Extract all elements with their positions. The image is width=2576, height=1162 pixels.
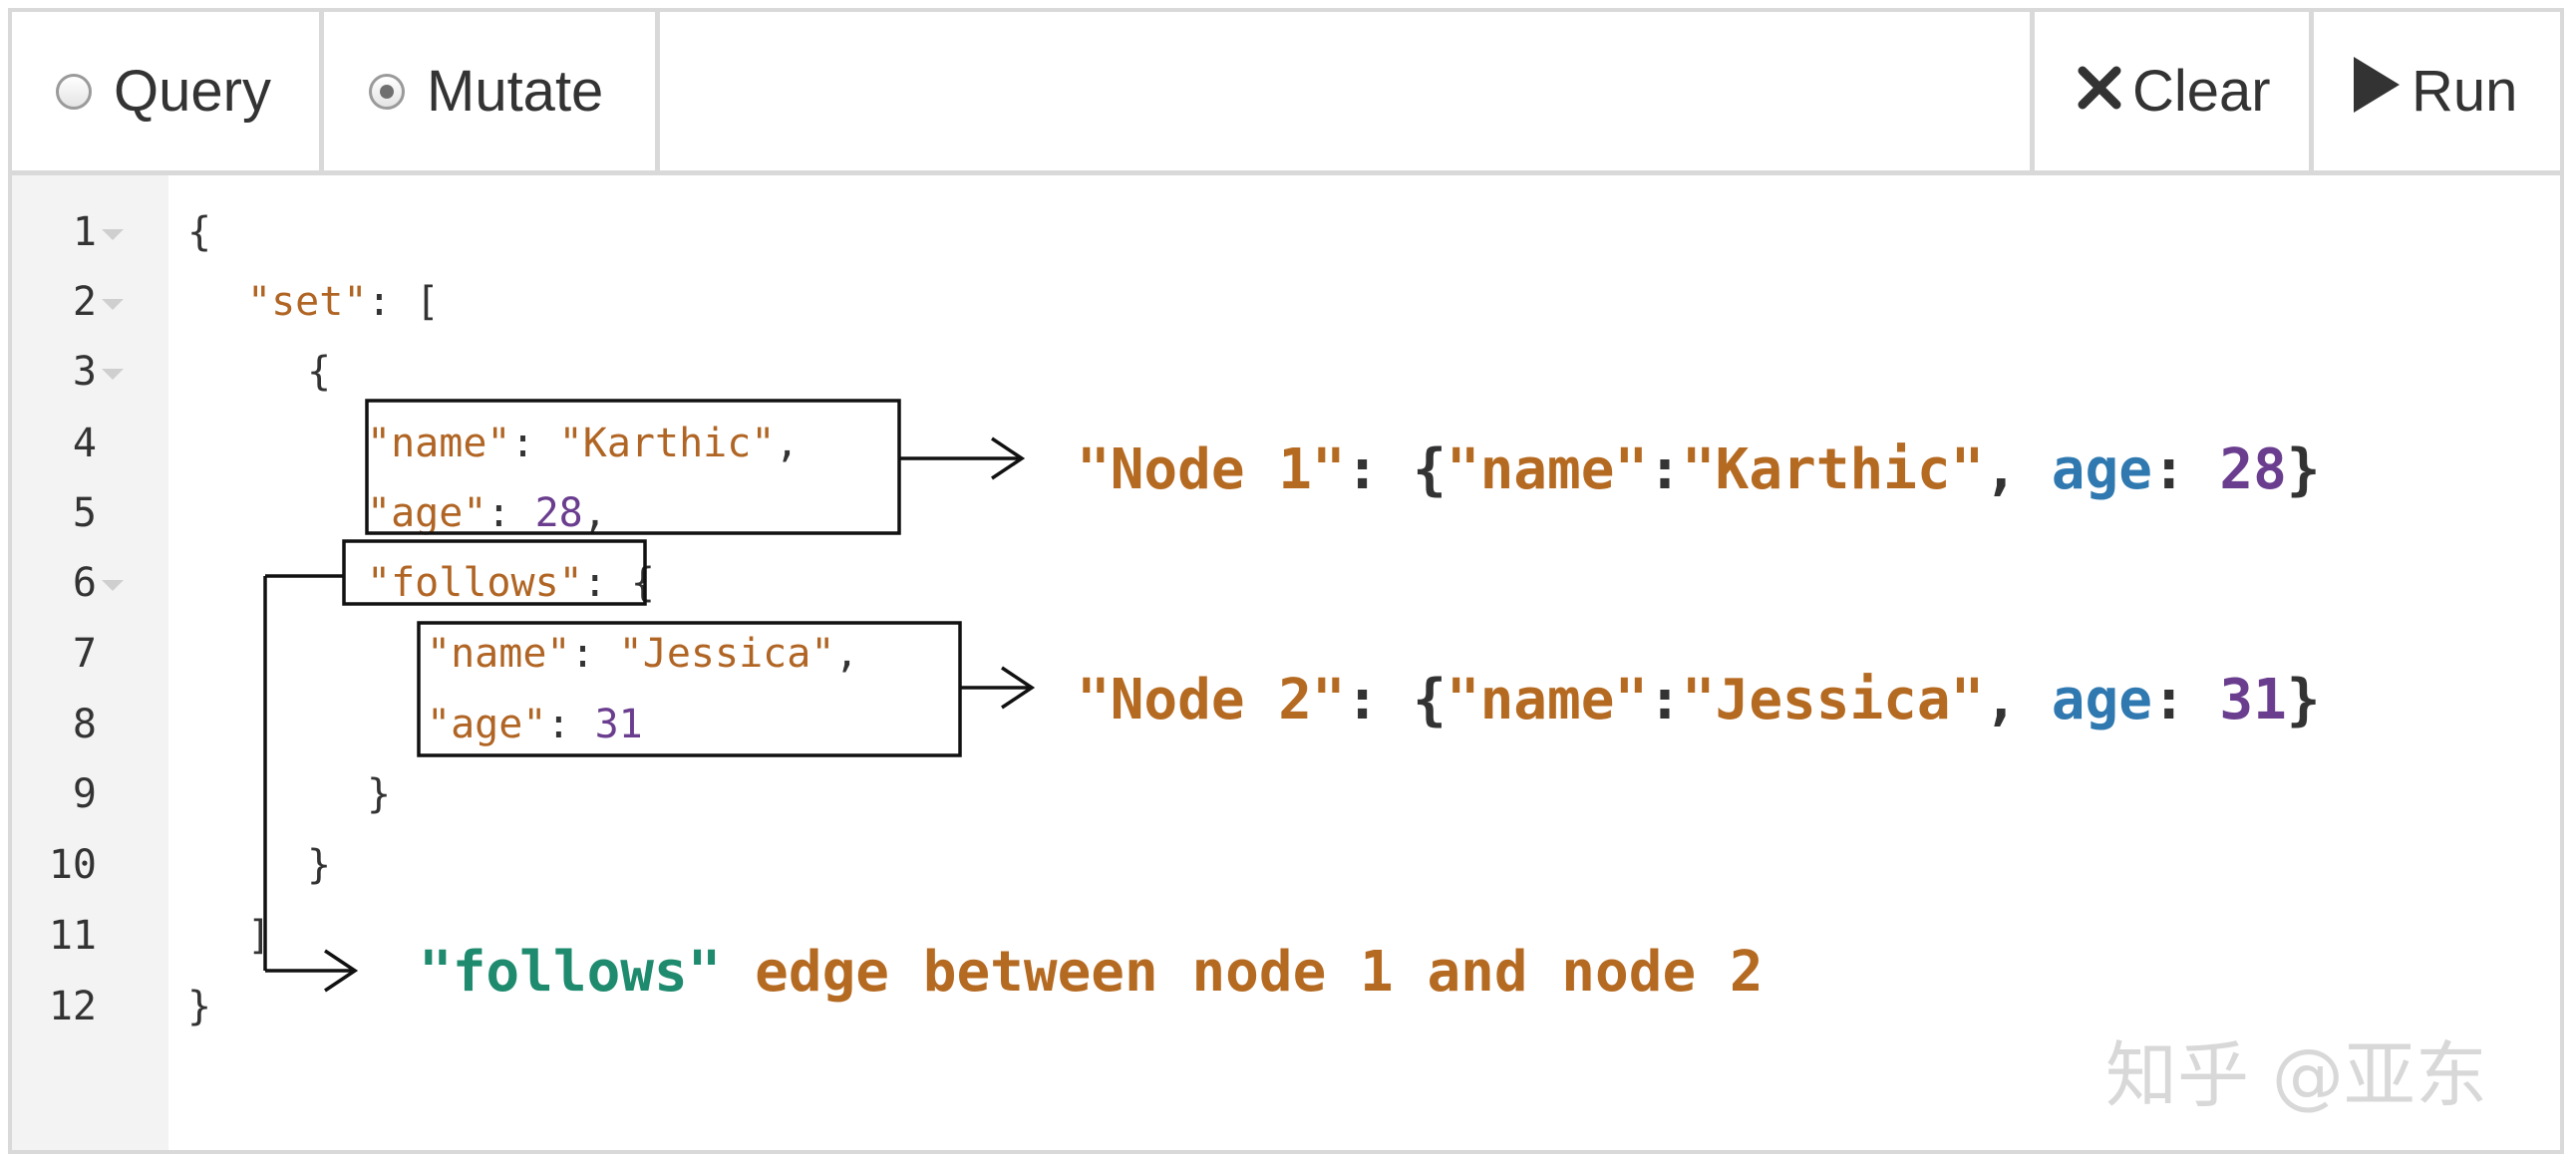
line-number: 9 <box>72 771 97 817</box>
line-number: 11 <box>48 913 97 959</box>
query-radio[interactable] <box>56 73 92 110</box>
code-line-4: "name": "Karthic", <box>367 421 800 466</box>
line-number: 10 <box>48 842 97 888</box>
node2-bracket-box <box>417 621 962 757</box>
close-icon <box>2077 58 2122 125</box>
toolbar: Query Mutate Clear Run <box>12 12 2560 175</box>
edge-annotation: "follows" edge between node 1 and node 2 <box>419 940 1764 1005</box>
run-label: Run <box>2412 59 2518 124</box>
fold-toggle-icon[interactable] <box>102 229 124 240</box>
mutate-radio[interactable] <box>369 73 405 110</box>
clear-label: Clear <box>2132 59 2271 124</box>
code-line-5: "age": 28, <box>367 490 607 536</box>
line-number-gutter: 1 2 3 4 5 6 7 8 9 10 11 12 <box>12 175 168 1150</box>
code-line-1: { <box>187 209 212 255</box>
node1-bracket-box <box>365 399 901 535</box>
mutate-label: Mutate <box>427 59 604 124</box>
line-number: 4 <box>72 421 97 466</box>
line-number: 7 <box>72 631 97 677</box>
query-mode-option[interactable]: Query <box>12 12 324 170</box>
code-line-10: } <box>307 842 332 888</box>
line-number: 8 <box>72 702 97 747</box>
edge-arrowhead-icon <box>324 949 359 993</box>
code-line-7: "name": "Jessica", <box>427 631 859 677</box>
line-number: 12 <box>48 984 97 1029</box>
query-label: Query <box>114 59 271 124</box>
code-line-11: ] <box>247 913 272 959</box>
line-number: 5 <box>72 490 97 536</box>
watermark: 知乎 @亚东 <box>2105 1033 2487 1117</box>
fold-toggle-icon[interactable] <box>102 299 124 310</box>
node1-arrowhead-icon <box>991 436 1026 480</box>
clear-button[interactable]: Clear <box>2030 12 2309 170</box>
code-line-3: { <box>307 349 332 395</box>
node2-annotation: "Node 2": {"name":"Jessica", age: 31} <box>1077 668 2321 732</box>
node1-annotation: "Node 1": {"name":"Karthic", age: 28} <box>1077 437 2321 502</box>
run-button[interactable]: Run <box>2309 12 2560 170</box>
follows-bracket-box <box>342 539 647 606</box>
code-editor[interactable]: 1 2 3 4 5 6 7 8 9 10 11 12 { "set": [ { … <box>12 175 2560 1150</box>
code-line-9: } <box>367 771 392 817</box>
query-editor-panel: Query Mutate Clear Run 1 2 3 4 5 6 7 <box>8 8 2564 1154</box>
code-line-6: "follows": { <box>367 560 655 606</box>
line-number: 6 <box>72 560 97 606</box>
fold-toggle-icon[interactable] <box>102 580 124 591</box>
mutate-mode-option[interactable]: Mutate <box>329 12 660 170</box>
code-line-2: "set": [ <box>247 279 440 325</box>
line-number: 2 <box>72 279 97 325</box>
play-icon <box>2350 55 2402 129</box>
fold-toggle-icon[interactable] <box>102 369 124 380</box>
line-number: 3 <box>72 349 97 395</box>
line-number: 1 <box>72 209 97 255</box>
node2-arrowhead-icon <box>1001 666 1036 710</box>
code-line-12: } <box>187 984 212 1029</box>
code-line-8: "age": 31 <box>427 702 643 747</box>
